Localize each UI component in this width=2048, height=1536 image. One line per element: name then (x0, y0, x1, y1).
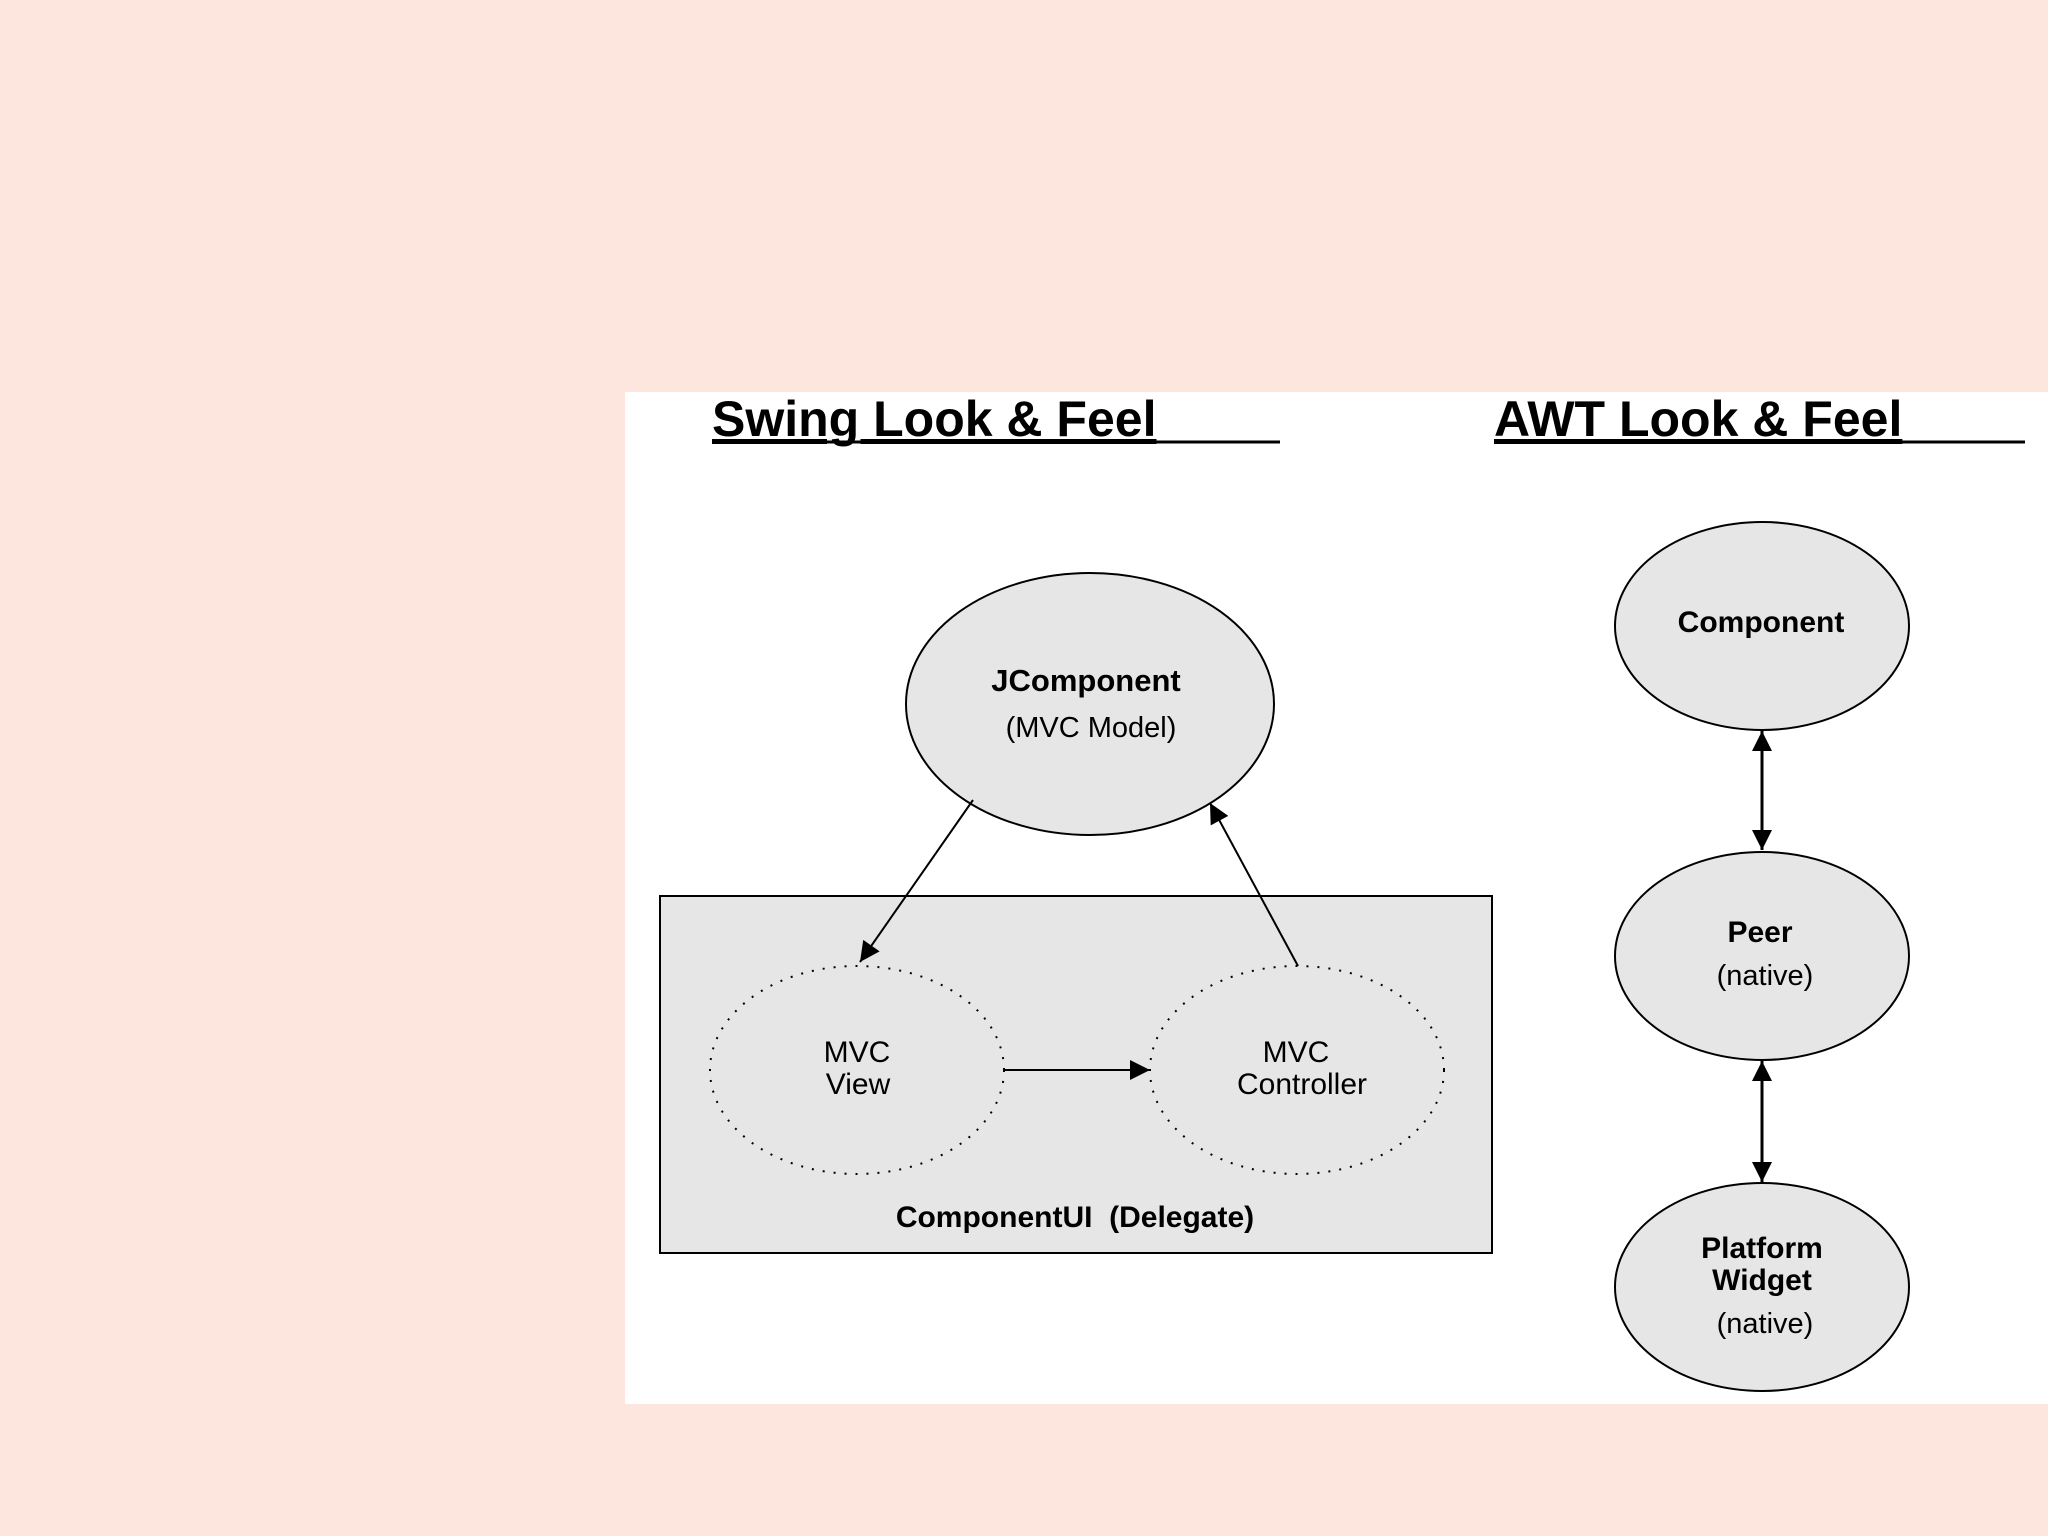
component-ui-delegate-box (659, 895, 1493, 1254)
jcomponent-node (905, 572, 1275, 836)
component-ui-delegate-label: ComponentUI (Delegate) (896, 1201, 1254, 1234)
awt-heading: AWT Look & Feel (1494, 391, 1902, 447)
swing-heading: Swing Look & Feel (712, 391, 1156, 447)
mvc-controller-line1: MVC (1263, 1036, 1330, 1069)
awt-platform-widget-subtitle: (native) (1717, 1308, 1814, 1340)
edge-jcomponent-to-view (859, 799, 974, 963)
awt-platform-widget-line2: Widget (1712, 1264, 1812, 1297)
awt-peer-node (1614, 851, 1910, 1061)
mvc-controller-line2: Controller (1237, 1068, 1367, 1101)
mvc-view-line1: MVC (824, 1036, 891, 1069)
awt-component-title: Component (1678, 606, 1845, 639)
awt-platform-widget-node (1614, 1182, 1910, 1392)
jcomponent-subtitle: (MVC Model) (1006, 712, 1177, 744)
awt-component-node (1614, 521, 1910, 731)
mvc-view-line2: View (826, 1068, 891, 1101)
edge-controller-to-jcomponent (1209, 802, 1299, 967)
awt-peer-subtitle: (native) (1717, 960, 1814, 992)
awt-platform-widget-line1: Platform (1701, 1232, 1823, 1265)
jcomponent-title: JComponent (991, 663, 1180, 698)
awt-peer-title: Peer (1727, 916, 1792, 949)
